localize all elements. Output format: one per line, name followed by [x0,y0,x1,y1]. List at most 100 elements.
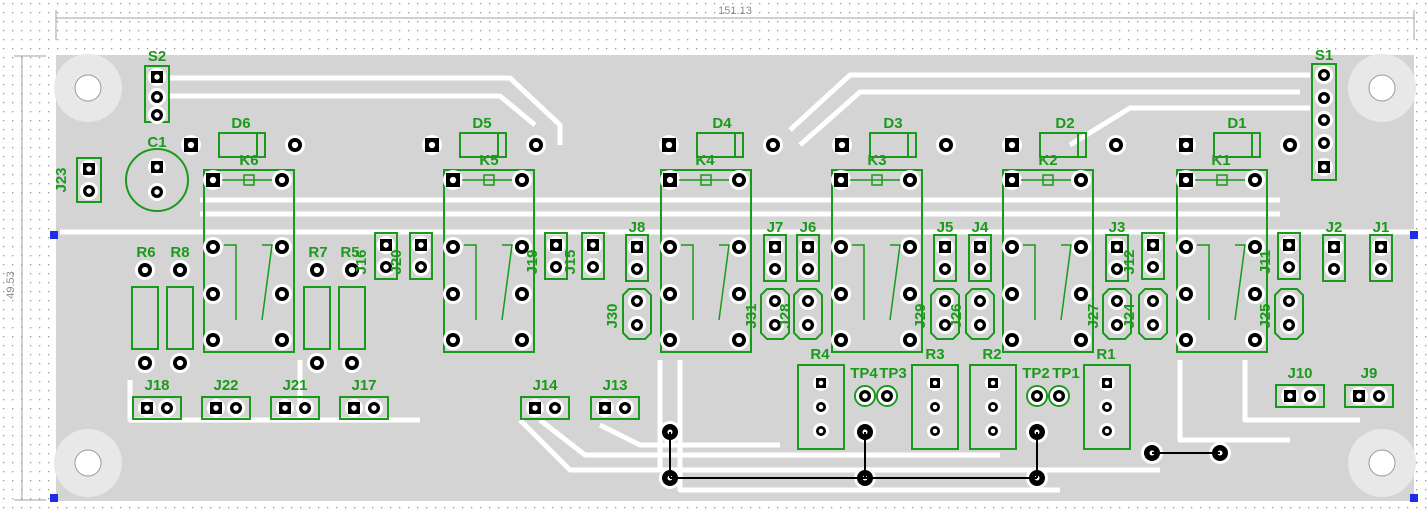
diode-d5[interactable] [422,132,546,158]
silkscreen-outline [797,364,845,450]
jumper-j14[interactable] [520,396,570,420]
jumper-j2[interactable] [1322,234,1346,282]
pad-drill [769,141,777,149]
testpoint-tp1[interactable] [1048,385,1070,407]
jumper-j3[interactable] [1105,234,1129,282]
jumper-j29[interactable] [930,288,960,340]
dimension-width [55,10,1415,40]
pad-drill [278,243,286,251]
capacitor-c1[interactable] [125,148,189,212]
jumper-j21[interactable] [270,396,320,420]
vias[interactable] [659,421,1231,489]
label-s1: S1 [1315,47,1333,64]
jumper-j31[interactable] [760,288,790,340]
jumper-j22[interactable] [201,396,251,420]
relay-k5[interactable] [443,169,535,353]
jumper-j19[interactable] [544,232,568,280]
selection-handles[interactable] [50,231,1418,502]
relay-k1[interactable] [1176,169,1268,353]
jumper-j1[interactable] [1369,234,1393,282]
jumper-j20[interactable] [409,232,433,280]
resistor-r3[interactable] [911,364,959,450]
pad-drill [1008,336,1016,344]
jumper-j18[interactable] [132,396,182,420]
pad-drill [735,176,743,184]
jumper-j5[interactable] [933,234,957,282]
handle-left[interactable] [50,231,58,239]
resistor-r7[interactable] [303,260,331,373]
relay-k4[interactable] [660,169,752,353]
pad-drill [383,242,389,248]
diode-d3[interactable] [832,132,956,158]
jumper-j15[interactable] [581,232,605,280]
jumper-j10[interactable] [1275,384,1325,408]
jumper-j28[interactable] [793,288,823,340]
resistor-r2[interactable] [969,364,1017,450]
jumper-j8[interactable] [625,234,649,282]
diode-d4[interactable] [659,132,783,158]
diode-d1[interactable] [1176,132,1300,158]
jumper-j7[interactable] [763,234,787,282]
pad-drill [209,336,217,344]
relay-k6[interactable] [203,169,295,353]
contact-symbol [224,244,273,321]
label-tp2: TP2 [1022,365,1050,382]
pad-drill [932,428,938,434]
pad-drill [1251,176,1259,184]
handle-right[interactable] [1410,231,1418,239]
handle-bottom-right[interactable] [1410,494,1418,502]
relay-k2[interactable] [1002,169,1094,353]
pad-drill [837,336,845,344]
diode-d2[interactable] [1002,132,1126,158]
testpoint-tp2[interactable] [1026,385,1048,407]
silkscreen-outline [339,396,389,420]
pad-drill [1114,298,1120,304]
jumper-j13[interactable] [590,396,640,420]
pad-drill [837,290,845,298]
resistor-r1[interactable] [1083,364,1131,450]
jumper-j9[interactable] [1344,384,1394,408]
jumper-j26[interactable] [965,288,995,340]
pad-drill [1378,266,1384,272]
pad-drill [552,405,558,411]
pad-drill [906,243,914,251]
contact-symbol [1197,244,1246,321]
pad-drill [233,405,239,411]
jumper-j12[interactable] [1141,232,1165,280]
pad-drill [553,264,559,270]
silkscreen-outline [625,234,649,282]
handle-bottom-left[interactable] [50,494,58,502]
resistor-r8[interactable] [166,260,194,373]
pad-drill [154,189,160,195]
relay-k3[interactable] [831,169,923,353]
jumper-j24[interactable] [1138,288,1168,340]
resistor-r5[interactable] [338,260,366,373]
jumper-j4[interactable] [968,234,992,282]
jumper-j27[interactable] [1102,288,1132,340]
pad-drill [154,74,160,80]
diode-d6[interactable] [181,132,305,158]
jumper-j6[interactable] [796,234,820,282]
jumper-j23[interactable] [76,157,102,203]
testpoint-tp4[interactable] [854,385,876,407]
silkscreen-outline [203,169,295,353]
copper-traces [60,72,1414,493]
jumper-j17[interactable] [339,396,389,420]
jumper-j25[interactable] [1274,288,1304,340]
switch-s1[interactable] [1311,63,1337,181]
pad-drill [634,298,640,304]
switch-s2[interactable] [144,65,170,124]
testpoint-tp3[interactable] [876,385,898,407]
resistor-r4[interactable] [797,364,845,450]
label-j25: J25 [1257,303,1274,328]
jumper-j30[interactable] [622,288,652,340]
contact-symbol [681,244,730,321]
jumper-j16[interactable] [374,232,398,280]
resistor-r6[interactable] [131,260,159,373]
pad-drill [906,336,914,344]
jumper-j11[interactable] [1277,232,1301,280]
label-r3: R3 [925,346,944,363]
pad-drill [1182,243,1190,251]
label-j20: J20 [388,249,405,274]
